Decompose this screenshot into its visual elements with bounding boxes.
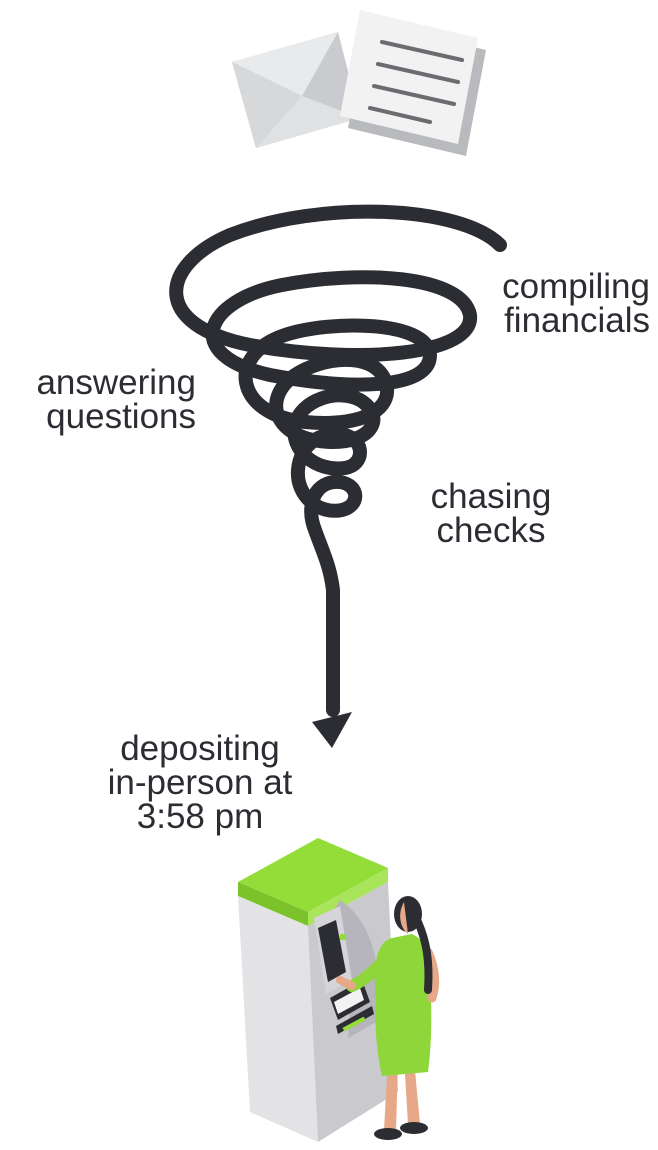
- label-compiling-financials: compiling financials: [420, 270, 650, 338]
- label-chasing-checks: chasing checks: [396, 480, 586, 548]
- label-line: chasing: [396, 480, 586, 514]
- envelope-document-icon: [0, 0, 658, 180]
- person-at-atm-illustration: [0, 830, 658, 1150]
- label-answering-questions: answering questions: [0, 366, 196, 434]
- label-line: financials: [420, 304, 650, 338]
- label-line: questions: [0, 400, 196, 434]
- label-line: checks: [396, 514, 586, 548]
- label-line: compiling: [420, 270, 650, 304]
- atm-machine: [238, 838, 398, 1142]
- label-line: answering: [0, 366, 196, 400]
- label-depositing: depositing in-person at 3:58 pm: [60, 732, 340, 834]
- label-line: in-person at: [60, 766, 340, 800]
- envelope-icon: [232, 32, 360, 148]
- label-line: 3:58 pm: [60, 800, 340, 834]
- document-icon: [340, 10, 486, 156]
- label-line: depositing: [60, 732, 340, 766]
- atm-light: [340, 934, 346, 940]
